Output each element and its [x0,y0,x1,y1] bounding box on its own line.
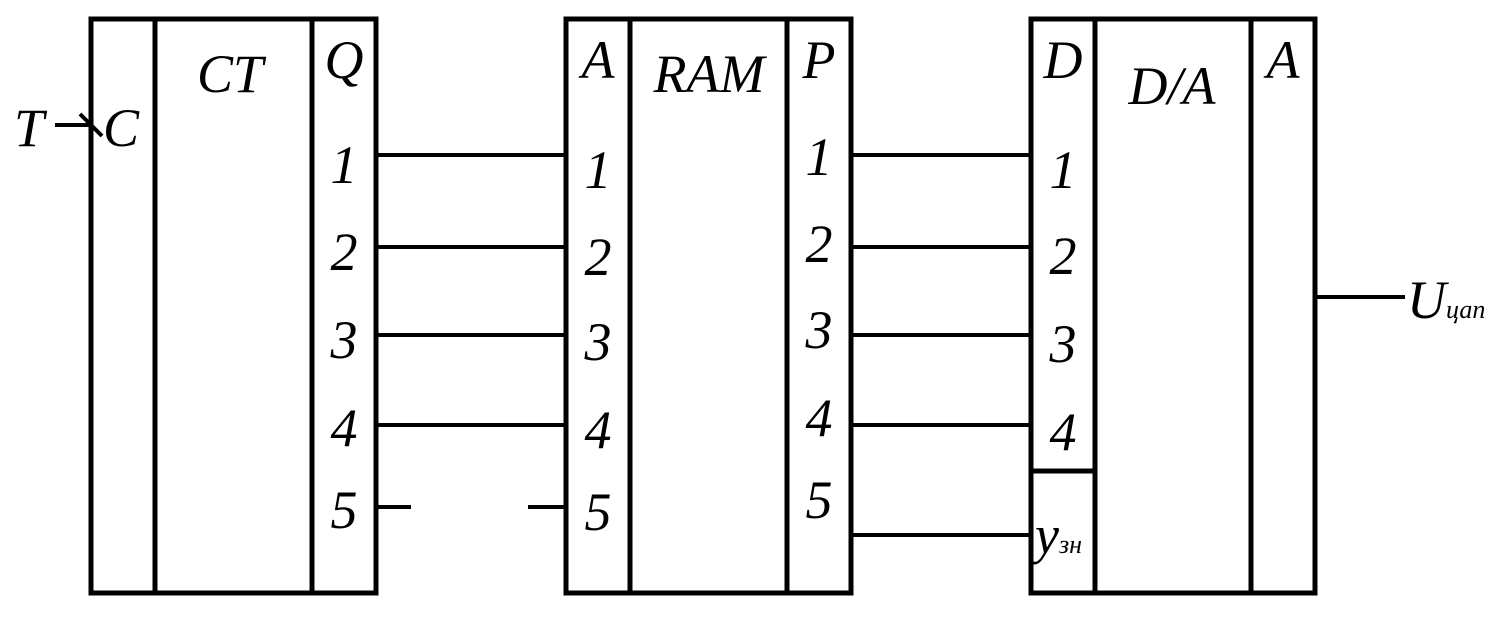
ram-addr-port-label: A [579,30,616,90]
dac-title: D/A [1128,56,1217,116]
counter-pin-1: 1 [331,135,358,195]
clock-signal-label: T [14,98,48,158]
counter-pin-3: 3 [330,310,358,370]
dac-block [1028,16,1318,596]
dac-pin-2: 2 [1050,226,1077,286]
ram-addr-pin-5: 5 [585,482,612,542]
ram-data-pin-3: 3 [805,300,833,360]
ram-data-pin-5: 5 [806,470,833,530]
dac-pin-3: 3 [1049,314,1077,374]
dac-out-port-label: A [1264,30,1301,90]
ram-addr-pin-3: 3 [584,312,612,372]
counter-port-label: Q [325,30,364,90]
ram-title: RAM [653,44,768,104]
clock-arrow-head [78,112,104,138]
ram-data-pin-2: 2 [806,214,833,274]
ram-block [563,16,854,596]
counter-pin-5: 5 [331,480,358,540]
ram-addr-pin-1: 1 [585,140,612,200]
ram-data-port-label: P [802,30,836,90]
counter-title: CT [197,44,267,104]
ram-data-pin-1: 1 [806,127,833,187]
ram-addr-pin-2: 2 [585,227,612,287]
ram-addr-pin-4: 4 [585,400,612,460]
output-voltage-label: Uцап [1407,270,1485,330]
ram-data-pin-4: 4 [806,388,833,448]
dac-pin-1: 1 [1050,140,1077,200]
counter-block [88,16,379,596]
counter-pin-4: 4 [331,398,358,458]
dac-sign-pin-label: yзн [1030,505,1082,565]
dac-in-port-label: D [1043,30,1083,90]
clock-pin-label: C [103,98,140,158]
dac-pin-4: 4 [1050,402,1077,462]
counter-pin-2: 2 [331,222,358,282]
